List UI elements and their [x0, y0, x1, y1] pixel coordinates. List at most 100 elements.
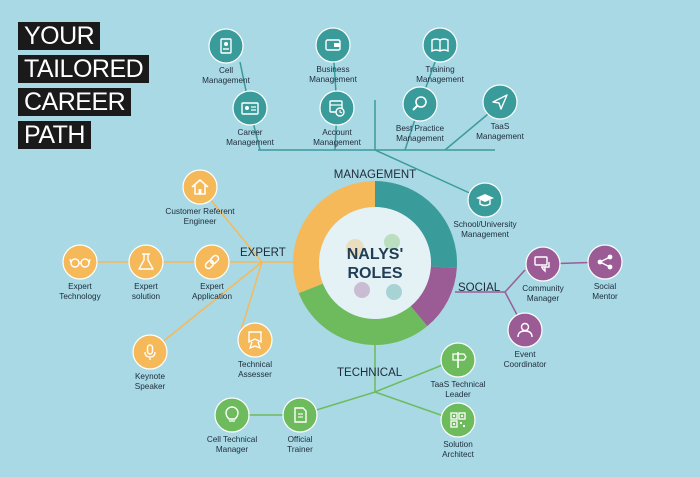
role-node-circle — [525, 246, 561, 282]
role-label-line: Management — [416, 75, 465, 84]
connector-school — [374, 149, 486, 201]
title-line-1: YOUR — [18, 22, 101, 50]
role-node-circle — [182, 169, 218, 205]
category-label-social: SOCIAL — [458, 282, 501, 294]
role-node-circle — [440, 402, 476, 438]
role-label-line: Solution — [443, 440, 473, 449]
flask-icon — [138, 253, 154, 270]
role-label-line: Engineer — [184, 217, 217, 226]
role-label-line: TaaS — [491, 122, 510, 131]
role-label-line: Cell Technical — [207, 435, 258, 444]
donut-segment-management — [375, 181, 458, 269]
glasses-icon — [69, 258, 91, 268]
center-title-line-2: ROLES — [347, 265, 402, 282]
role-label-line: Architect — [442, 450, 475, 459]
center-bubble-2 — [354, 282, 370, 298]
role-label-line: Technology — [59, 292, 101, 301]
role-label-line: Customer Referent — [165, 207, 235, 216]
role-node-circle — [587, 244, 623, 280]
role-label-line: Management — [313, 138, 362, 147]
wallet-icon — [325, 39, 341, 51]
chain-link-icon — [204, 254, 220, 270]
role-label-line: Expert — [68, 282, 92, 291]
microphone-icon — [144, 344, 156, 360]
role-node-circle — [194, 244, 230, 280]
connector-technical-bar — [232, 391, 456, 421]
id-card-icon — [241, 102, 259, 115]
person-icon — [517, 322, 533, 338]
role-node-circle — [232, 90, 268, 126]
role-node-circle — [315, 27, 351, 63]
role-label-line: Technical — [238, 360, 272, 369]
share-icon — [597, 254, 613, 270]
role-label-line: Expert — [134, 282, 158, 291]
role-label-line: Application — [192, 292, 233, 301]
role-node-circle — [482, 84, 518, 120]
role-label-line: Official — [288, 435, 313, 444]
donut-segment-expert — [293, 180, 375, 294]
role-label-line: Business — [316, 65, 349, 74]
connector-keynote — [149, 261, 263, 353]
role-label-line: Event — [515, 350, 537, 359]
role-label-line: Cell — [219, 66, 233, 75]
role-label-line: Management — [396, 134, 445, 143]
award-icon — [248, 331, 262, 350]
category-label-technical: TECHNICAL — [337, 367, 403, 379]
document-icon — [294, 407, 307, 423]
role-label-line: Management — [226, 138, 275, 147]
role-node-circle — [62, 244, 98, 280]
magnifier-icon — [412, 96, 427, 111]
role-label-line: TaaS Technical — [431, 380, 486, 389]
house-icon — [191, 179, 209, 195]
role-label-line: Assesser — [238, 370, 272, 379]
role-node-circle — [282, 397, 318, 433]
role-label-line: Manager — [216, 445, 249, 454]
role-label-line: Keynote — [135, 372, 165, 381]
category-label-management: MANAGEMENT — [334, 169, 416, 181]
center-title-line-1: NALYS' — [347, 246, 404, 263]
profile-card-icon — [220, 38, 232, 54]
role-label-line: Management — [309, 75, 358, 84]
role-label-line: Management — [461, 230, 510, 239]
role-label-line: School/University — [453, 220, 517, 229]
role-label-line: solution — [132, 292, 161, 301]
role-label-line: Speaker — [135, 382, 166, 391]
role-label-line: Trainer — [287, 445, 313, 454]
center-bubble-1 — [384, 234, 400, 250]
role-label-line: Coordinator — [504, 360, 547, 369]
calendar-clock-icon — [329, 100, 345, 117]
graduation-cap-icon — [476, 194, 494, 207]
role-node-circle — [214, 397, 250, 433]
